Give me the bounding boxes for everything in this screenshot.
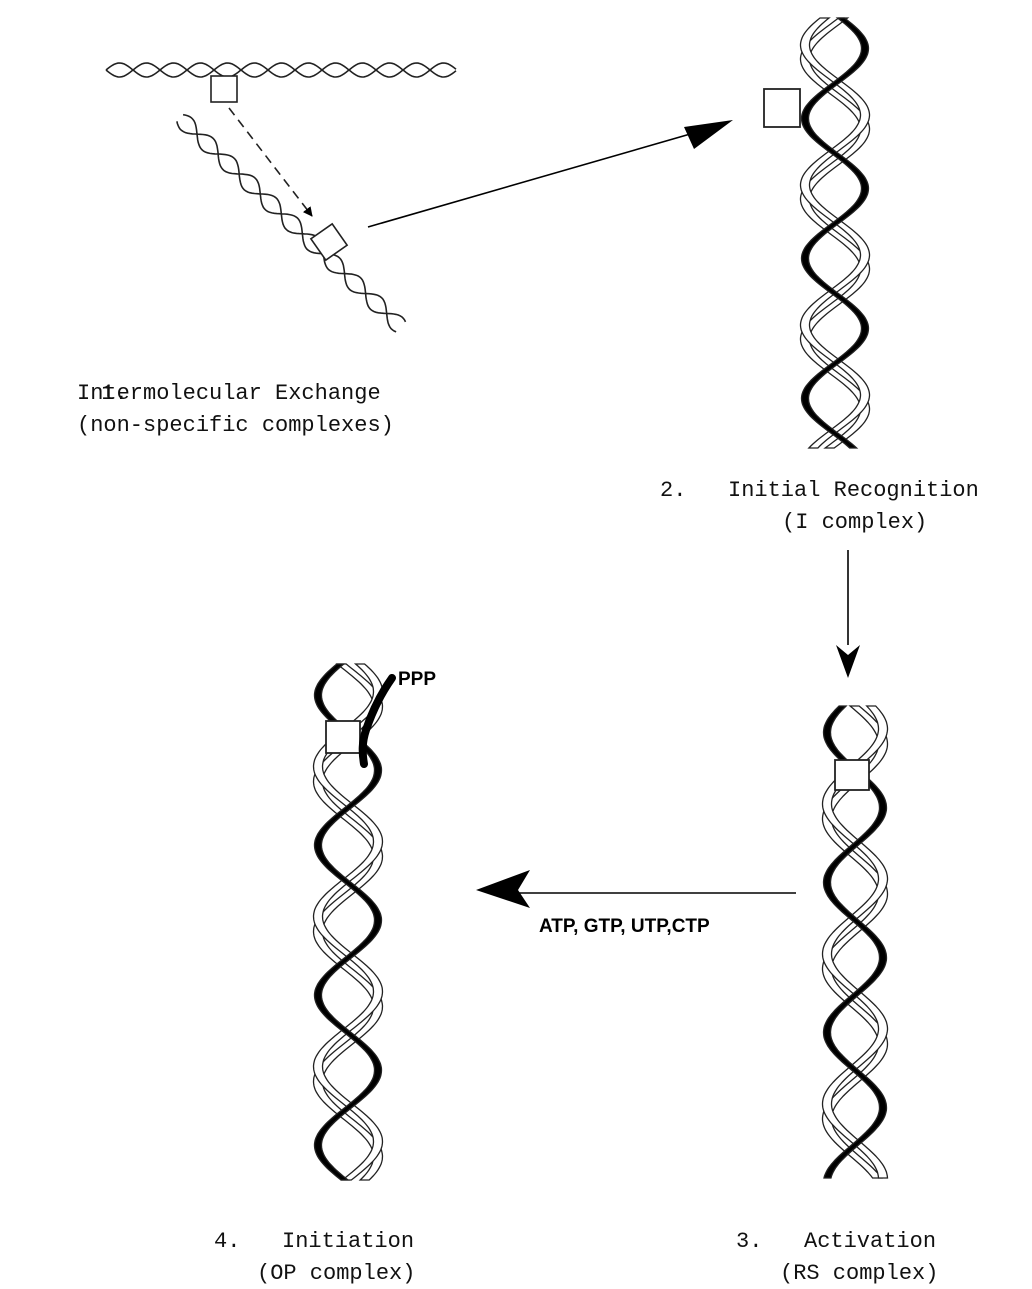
polymerase-box-stage-3: [835, 760, 869, 790]
polymerase-box-stage-2: [764, 89, 800, 127]
stage-4-title: Initiation: [282, 1229, 414, 1254]
stage-4-number: 4.: [214, 1229, 240, 1254]
dna-helix-stage-2: [801, 18, 870, 448]
stage-3-label: 3. Activation (RS complex): [736, 1229, 938, 1286]
nucleotides-label: ATP, GTP, UTP,CTP: [539, 916, 710, 937]
stage-3-title: Activation: [804, 1229, 936, 1254]
stage-2-number: 2.: [660, 478, 686, 503]
dna-strand-horizontal: [106, 63, 456, 77]
polymerase-box-stage-1-target: [311, 224, 347, 260]
svg-text:3.Activation: 3. Activation: [736, 1229, 936, 1254]
stage-2-title: Initial Recognition: [728, 478, 979, 503]
arrow-head-recognition: [684, 120, 733, 149]
polymerase-box-stage-4: [326, 721, 360, 753]
stage-4-label: 4. Initiation (OP complex): [214, 1229, 415, 1286]
arrow-exchange-to-recognition: [368, 126, 718, 227]
stage-1-label: 1.Intermolecular Exchange (non-specific …: [9, 381, 447, 438]
polymerase-box-stage-1-origin: [211, 76, 237, 102]
stage-1-title: Intermolecular Exchange: [77, 381, 381, 406]
stage-2-label: 2. Initial Recognition (I complex): [660, 478, 979, 535]
arrow-head-activation: [836, 645, 860, 678]
svg-text:1.Intermolecular Exchange: 1.Intermolecular Exchange: [9, 381, 447, 406]
svg-text:2.Initial Recognition: 2. Initial Recognition: [660, 478, 979, 503]
arrow-head-initiation: [476, 870, 530, 908]
stage-2-subtitle: (I complex): [782, 510, 927, 535]
triphosphate-label: PPP: [398, 669, 436, 690]
stage-1-subtitle: (non-specific complexes): [77, 413, 394, 438]
exchange-dashed-arrow: [229, 108, 312, 216]
stage-3-subtitle: (RS complex): [780, 1261, 938, 1286]
svg-text:4.Initiation: 4. Initiation: [214, 1229, 414, 1254]
stage-3-number: 3.: [736, 1229, 762, 1254]
dna-strand-diagonal: [177, 115, 406, 332]
stage-4-subtitle: (OP complex): [257, 1261, 415, 1286]
